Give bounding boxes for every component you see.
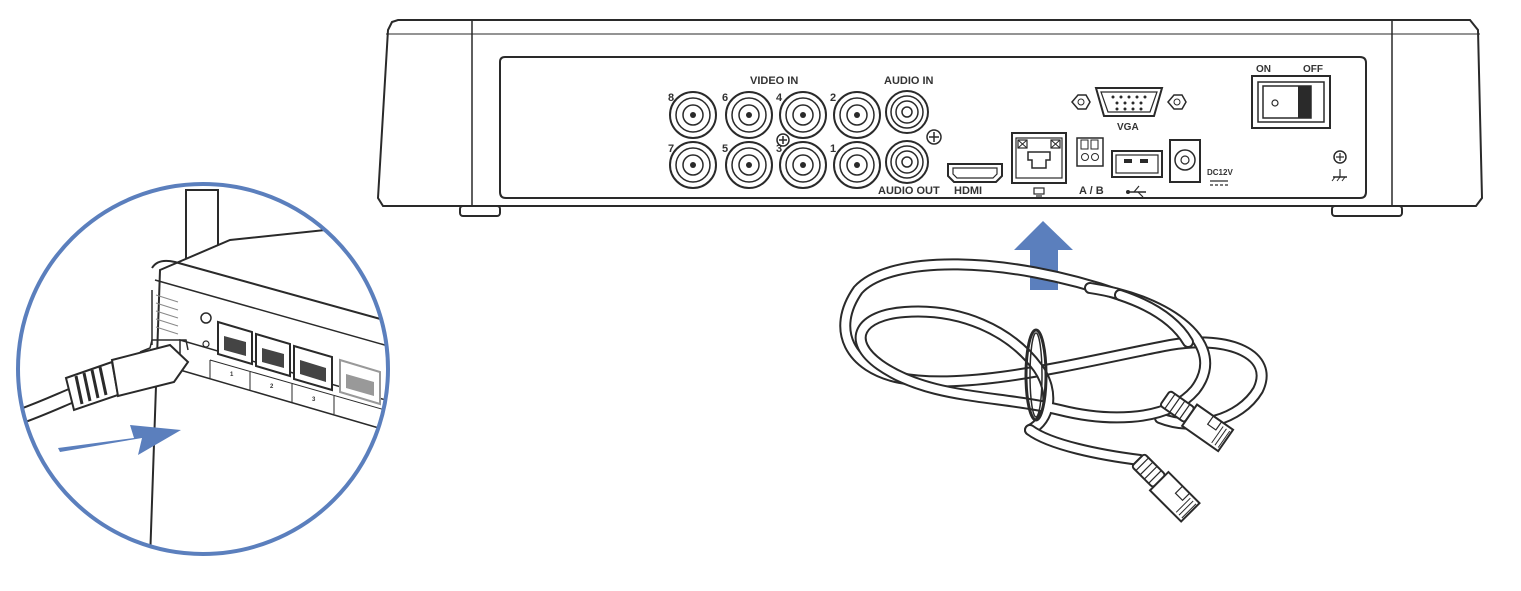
dc-power-label: DC12V [1207,168,1233,177]
switch-off-label: OFF [1303,64,1323,75]
router-port-number: 1 [230,372,234,378]
ethernet-icon [1033,187,1045,197]
usb-port [1111,150,1163,178]
bnc-connector-bottom-3 [779,141,827,189]
ethernet-cable [839,258,1268,466]
router-lan-port [293,344,333,392]
router-port-number: 3 [312,397,316,403]
router-inset: 1 2 3 [16,182,390,556]
audio-in-label: AUDIO IN [884,75,934,87]
dc-polarity-icon [1210,180,1228,186]
bnc-connector-top-8 [669,91,717,139]
bnc-number: 3 [776,143,782,155]
bnc-number: 2 [830,92,836,104]
bnc-connector-bottom-1 [833,141,881,189]
rj45-plug [1131,453,1201,523]
hdmi-label: HDMI [954,185,982,197]
audio-in-jack [885,90,929,134]
screw-icon [776,133,790,147]
audio-out-label: AUDIO OUT [878,185,940,197]
router-port-number: 2 [270,384,274,390]
ethernet-port [1011,132,1067,184]
bnc-number: 6 [722,92,728,104]
hdmi-port [947,163,1003,183]
bnc-number: 8 [668,92,674,104]
bnc-connector-top-4 [779,91,827,139]
switch-on-label: ON [1256,64,1271,75]
bnc-connector-bottom-7 [669,141,717,189]
bnc-connector-top-2 [833,91,881,139]
arrow-right-icon [58,425,181,455]
router-lan-port [339,358,381,406]
power-switch [1251,75,1331,129]
ground-icon [1331,150,1347,182]
rs485-terminal [1076,137,1104,167]
bnc-number: 5 [722,143,728,155]
arrow-up-icon [1014,221,1073,290]
audio-out-jack [885,140,929,184]
bnc-number: 4 [776,92,783,104]
router-lan-port [255,332,291,378]
vga-port [1071,87,1187,117]
bnc-connector-top-6 [725,91,773,139]
vga-label: VGA [1117,122,1139,133]
inset-border [16,182,390,556]
inset-rj45-plug [64,339,190,412]
router-lan-port [217,320,253,366]
dvr-unit: VIDEO IN 8 6 4 2 7 5 3 [376,19,1484,217]
video-in-label: VIDEO IN [750,75,798,87]
screw-icon [926,129,942,145]
dc-power-jack [1169,139,1201,183]
rs485-label: A / B [1079,185,1104,197]
usb-icon [1126,185,1146,198]
bnc-number: 7 [668,143,674,155]
rj45-plug [1160,390,1235,453]
bnc-connector-bottom-5 [725,141,773,189]
bnc-number: 1 [830,143,836,155]
